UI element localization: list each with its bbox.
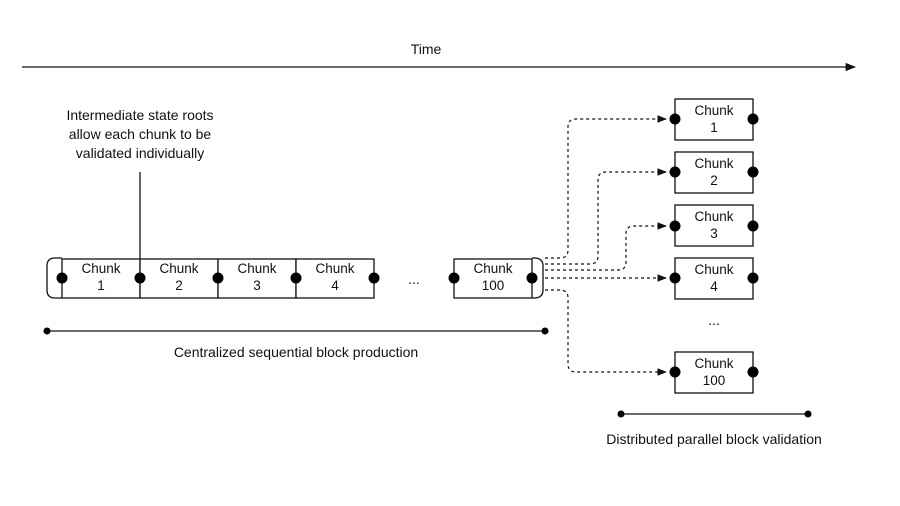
parallel-chunk-label: Chunk <box>694 103 733 118</box>
sequential-chunk-label: Chunk <box>237 261 276 276</box>
parallel-chunk-number: 4 <box>710 279 718 294</box>
sequential-chunk-box <box>217 258 297 299</box>
validation-span-end-dot <box>617 410 625 418</box>
sequential-chunk-label: Chunk <box>159 261 198 276</box>
sequential-chunk-label: Chunk <box>473 261 512 276</box>
state-root-dot <box>669 366 681 378</box>
state-root-dot <box>747 220 759 232</box>
sequential-chunk-number: 3 <box>253 278 261 293</box>
production-span-end-dot <box>43 327 51 335</box>
sequential-chunk-row: Chunk 1 Chunk 2 Chunk 3 Chunk 4 Chunk 10… <box>56 258 538 299</box>
state-root-dot <box>747 113 759 125</box>
state-root-dot <box>368 272 380 284</box>
parallel-chunk-label: Chunk <box>694 262 733 277</box>
sequential-chunk-box <box>139 258 219 299</box>
dashed-connector-arrow <box>545 115 667 259</box>
production-span-end-dot <box>541 327 549 335</box>
state-root-dot <box>669 272 681 284</box>
sequential-chunk-number: 4 <box>331 278 339 293</box>
validation-span-end-dot <box>804 410 812 418</box>
parallel-chunk-number: 3 <box>710 226 718 241</box>
annotation-line-2: allow each chunk to be <box>69 126 212 142</box>
sequential-chunk-number: 1 <box>97 278 105 293</box>
state-root-dot <box>448 272 460 284</box>
parallel-chunk-box <box>674 351 754 394</box>
sequential-chunk-box <box>61 258 141 299</box>
sequential-chunk-number: 2 <box>175 278 183 293</box>
dashed-connector-arrow <box>545 168 667 265</box>
dashed-connector-arrow <box>545 289 667 376</box>
sequential-ellipsis: ... <box>408 271 420 287</box>
time-label: Time <box>411 41 442 57</box>
parallel-chunk-column: Chunk 1 Chunk 2 Chunk 3 Chunk 4 Chunk 10… <box>669 98 759 394</box>
annotation-line-3: validated individually <box>76 145 204 161</box>
state-root-dot <box>290 272 302 284</box>
validation-label: Distributed parallel block validation <box>606 431 822 447</box>
state-root-dot <box>56 272 68 284</box>
parallel-chunk-number: 100 <box>703 373 726 388</box>
parallel-chunk-box <box>674 257 754 300</box>
sequential-chunk-label: Chunk <box>315 261 354 276</box>
parallel-chunk-label: Chunk <box>694 209 733 224</box>
block-container-left-bracket <box>46 257 62 299</box>
sequential-chunk-number: 100 <box>482 278 505 293</box>
annotation-line-1: Intermediate state roots <box>66 107 213 123</box>
sequential-chunk-label: Chunk <box>81 261 120 276</box>
parallel-chunk-label: Chunk <box>694 356 733 371</box>
state-root-dot <box>134 272 146 284</box>
parallel-chunk-box <box>674 204 754 247</box>
state-root-dot <box>212 272 224 284</box>
state-root-dot <box>669 220 681 232</box>
distribution-connectors <box>545 115 667 376</box>
parallel-chunk-number: 2 <box>710 173 718 188</box>
state-root-dot <box>669 113 681 125</box>
state-root-dot <box>747 272 759 284</box>
state-root-dot <box>747 366 759 378</box>
block-container-right-bracket <box>532 257 544 299</box>
state-root-dot <box>669 166 681 178</box>
parallel-ellipsis: ... <box>708 312 720 328</box>
production-label: Centralized sequential block production <box>174 344 418 360</box>
parallel-chunk-number: 1 <box>710 120 718 135</box>
state-root-dot <box>526 272 538 284</box>
state-root-dot <box>747 166 759 178</box>
parallel-chunk-label: Chunk <box>694 156 733 171</box>
